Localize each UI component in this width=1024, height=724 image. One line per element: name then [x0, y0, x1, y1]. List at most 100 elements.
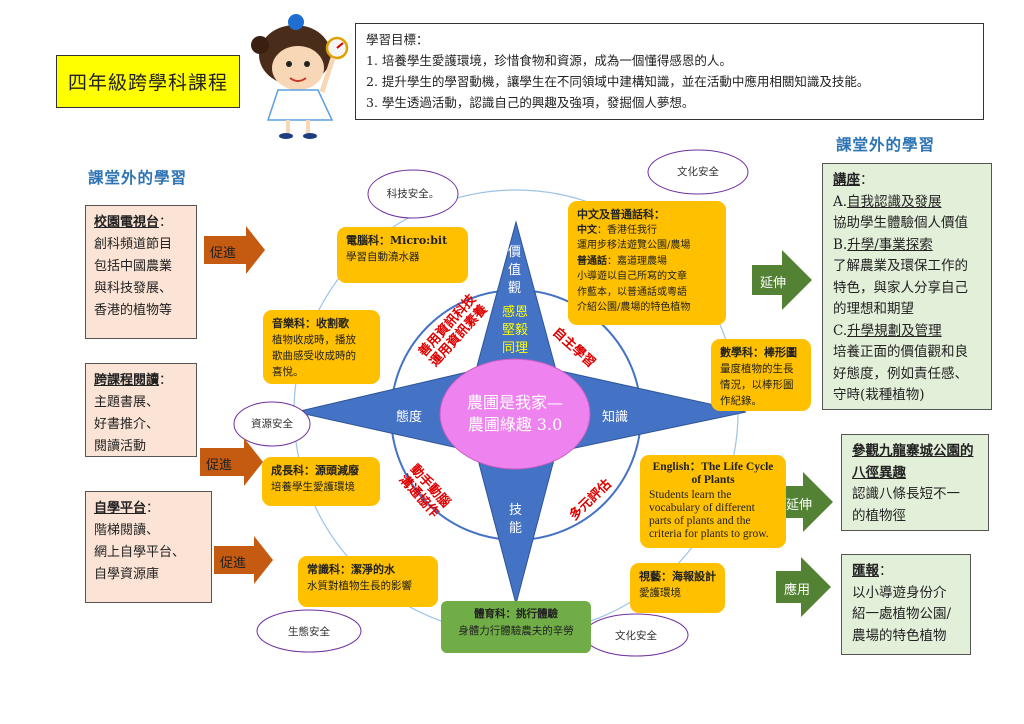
subject-text: parts of plants and the — [649, 515, 751, 527]
colon: ： — [879, 563, 893, 579]
right-box-line: 的理想和期望 — [833, 301, 914, 317]
subject-text: 身體力行體驗農夫的辛勞 — [458, 625, 574, 637]
subject-text: 作藍本，以普通話或粵語 — [577, 286, 687, 298]
colon: ： — [159, 373, 173, 388]
compass-east-label: 知識 — [602, 410, 629, 425]
right-box-line: 的植物徑 — [852, 507, 906, 524]
right-box-line: 認識八條長短不一 — [852, 486, 960, 502]
left-arrow-label: 促進 — [206, 458, 233, 473]
left-arrow-label: 促進 — [220, 556, 247, 571]
bubble-resource-text: 資源安全 — [251, 418, 293, 430]
colon: ： — [860, 172, 874, 188]
compass-west-label: 態度 — [396, 410, 423, 425]
learning-objectives: 學習目標： 1. 培養學生愛護環境，珍惜食物和資源，成為一個懂得感恩的人。 2.… — [355, 23, 984, 120]
right-box-title: 講座 — [833, 172, 860, 188]
right-box-line: 培養正面的價值觀和良 — [833, 344, 968, 360]
right-box-line: 好態度，例如責任感、 — [833, 365, 968, 382]
girl-mascot — [251, 14, 349, 139]
right-box-line: 特色，與家人分享自己 — [833, 279, 968, 296]
bubble-tech-safety-text: 科技安全。 — [386, 188, 440, 200]
left-box-title: 跨課程閱讀 — [94, 373, 160, 388]
bubble-resource-safety — [233, 401, 311, 447]
center-line: 農圃綠趣 3.0 — [467, 415, 563, 434]
subject-title: 電腦科：Micro:bit — [346, 234, 448, 247]
right-box-talks: 講座： A.自我認識及發展 協助學生體驗個人價值 B.升學/事業探索 了解農業及… — [822, 163, 992, 410]
subject-text: 植物收成時，播放 — [272, 334, 356, 346]
subject-math: 數學科：棒形圖 量度植物的生長 情況，以棒形圖 作紀錄。 — [711, 339, 811, 411]
subject-title: 視藝：海報設計 — [639, 570, 716, 583]
left-heading: 課堂外的學習 — [88, 168, 188, 187]
left-box-reading: 跨課程閱讀： 主題書展、 好書推介、 閱讀活動 — [85, 363, 197, 457]
right-arrow-label: 延伸 — [760, 276, 787, 291]
bubble-eco-safety — [256, 609, 362, 653]
subject-text: 作紀錄。 — [720, 395, 762, 407]
value-word: 感恩 — [502, 305, 529, 320]
left-arrow-2 — [200, 438, 263, 486]
colon: ： — [159, 215, 173, 230]
right-arrow-label: 應用 — [784, 583, 811, 598]
right-box-line: 紹一處植物公園/ — [852, 606, 952, 622]
value-word: 堅毅 — [502, 323, 529, 338]
compass-south-label: 技 能 — [509, 502, 522, 538]
item-letter: C. — [833, 322, 848, 339]
subject-text: ：香港任我行 — [597, 224, 657, 236]
objective-item: 2. 提升學生的學習動機，讓學生在不同領域中建構知識，並在活動中應用相關知識及技… — [366, 74, 870, 89]
subject-text: ：嘉道理農場 — [607, 255, 667, 267]
objective-item: 1. 培養學生愛護環境，珍惜食物和資源，成為一個懂得感恩的人。 — [366, 53, 732, 68]
subject-text: Students learn the — [649, 489, 732, 501]
subject-text: 情況，以棒形圖 — [720, 379, 794, 391]
subject-title: 常識科：潔淨的水 — [307, 563, 395, 576]
item-heading: 升學/事業探索 — [847, 236, 933, 253]
subject-text: 水質對植物生長的影響 — [307, 580, 412, 592]
right-arrow-3 — [776, 557, 831, 617]
subject-text: 小導遊以自己所寫的文章 — [577, 271, 687, 282]
bubble-eco-text: 生態安全 — [288, 626, 330, 638]
subject-sub-label: 普通話 — [577, 255, 607, 267]
subject-music: 音樂科：收割歌 植物收成時，播放 歌曲感受收成時的 喜悅。 — [263, 310, 380, 384]
left-box-line: 階梯閱讀、 — [94, 523, 160, 538]
subject-title: 中文及普通話科： — [577, 208, 665, 221]
page-title: 四年級跨學科課程 — [56, 55, 240, 108]
left-box-campus-tv: 校園電視台： 創科頻道節目 包括中國農業 與科技發展、 香港的植物等 — [85, 205, 197, 339]
right-arrow-1 — [752, 250, 812, 310]
subject-text: 愛護環境 — [639, 587, 681, 599]
subject-text: 量度植物的生長 — [720, 363, 794, 375]
compass-values: 感恩 堅毅 同理 — [502, 304, 528, 358]
right-heading: 課堂外的學習 — [836, 135, 936, 154]
center-title: 農圃是我家— 農圃綠趣 3.0 — [445, 392, 585, 436]
right-box-line: 農場的特色植物 — [852, 627, 947, 644]
subject-sub-label: 中文 — [577, 224, 597, 236]
subject-computer: 電腦科：Micro:bit 學習自動澆水器 — [337, 227, 468, 283]
bubble-culture-bottom-text: 文化安全 — [615, 630, 657, 642]
compass-char: 價 — [508, 245, 522, 260]
left-box-title: 校園電視台 — [94, 215, 160, 230]
right-box-line: 以小導遊身份介 — [852, 584, 947, 601]
subject-visual-arts: 視藝：海報設計 愛護環境 — [630, 563, 725, 613]
left-box-line: 包括中國農業 — [94, 259, 173, 274]
subject-title: 數學科：棒形圖 — [720, 346, 797, 359]
left-box-title: 自學平台 — [94, 501, 147, 516]
right-arrow-label: 延伸 — [786, 498, 813, 513]
right-box-title: 參觀九龍寨城公園的八徑異趣 — [852, 443, 974, 481]
left-arrow-3 — [214, 536, 273, 584]
subject-pe: 體育科：挑行體驗 身體力行體驗農夫的辛勞 — [441, 601, 591, 653]
value-word: 同理 — [502, 341, 529, 356]
left-box-line: 創科頻道節目 — [94, 237, 173, 252]
item-heading: 升學規劃及管理 — [847, 322, 942, 339]
subject-text: 歌曲感受收成時的 — [272, 350, 356, 362]
subject-text: 喜悅。 — [272, 366, 304, 378]
center-circle — [439, 358, 591, 470]
right-box-line: 協助學生體驗個人價值 — [833, 215, 968, 231]
right-arrow-2 — [778, 472, 833, 532]
compass-char: 值 — [508, 263, 522, 278]
left-box-line: 閱讀活動 — [94, 439, 147, 454]
left-arrow-label: 促進 — [210, 246, 237, 261]
right-box-title: 匯報 — [852, 563, 879, 579]
subject-text: 介紹公園/農場的特色植物 — [577, 302, 691, 313]
subject-title: 體育科：挑行體驗 — [474, 608, 558, 620]
bubble-tech-safety — [367, 169, 459, 219]
subject-growth: 成長科：源頭減廢 培養學生愛護環境 — [262, 457, 380, 506]
subject-text: 學習自動澆水器 — [346, 251, 420, 263]
item-letter: B. — [833, 236, 848, 253]
